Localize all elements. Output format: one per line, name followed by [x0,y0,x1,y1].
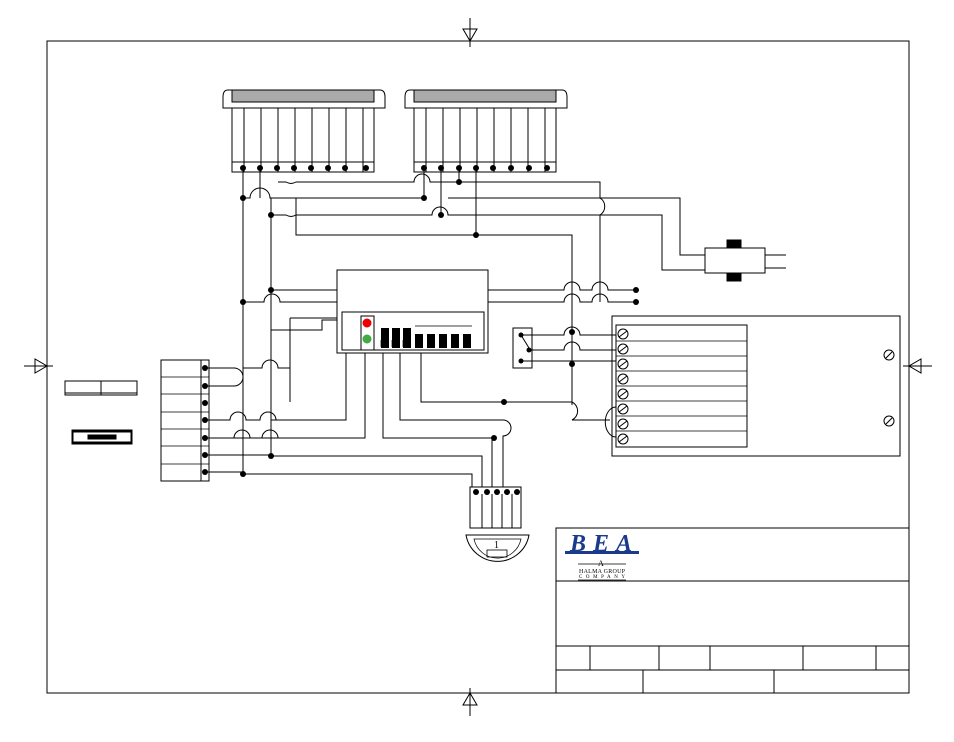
center-mark-left [24,359,53,373]
inline-connector [705,240,786,281]
sensor-connector [470,487,521,528]
center-mark-right [903,359,932,373]
mounting-screw-icon [884,350,894,426]
dip-switches [381,328,471,348]
profile-rail-icon [65,381,137,395]
green-led-icon [363,335,371,343]
bea-logo-text: BEA [569,531,632,557]
relay-switch [513,327,616,368]
left-terminal-strip [161,360,482,487]
drawing-border [47,41,909,693]
control-wiring [205,215,639,487]
door-operator-terminal-board [605,316,900,456]
tagline-line3: COMPANY [579,575,625,580]
center-mark-top [463,18,477,47]
light-curtain-right [405,90,567,172]
control-box-icon [72,430,132,444]
control-unit [337,270,488,353]
sensor-dome-label: 1 [494,540,499,551]
tagline-line1: A [598,559,604,568]
curtain-wiring [240,170,705,476]
red-led-icon [363,319,371,327]
screw-terminal-icon [618,329,628,444]
light-curtain-left [223,90,385,172]
center-mark-bottom [463,688,477,716]
